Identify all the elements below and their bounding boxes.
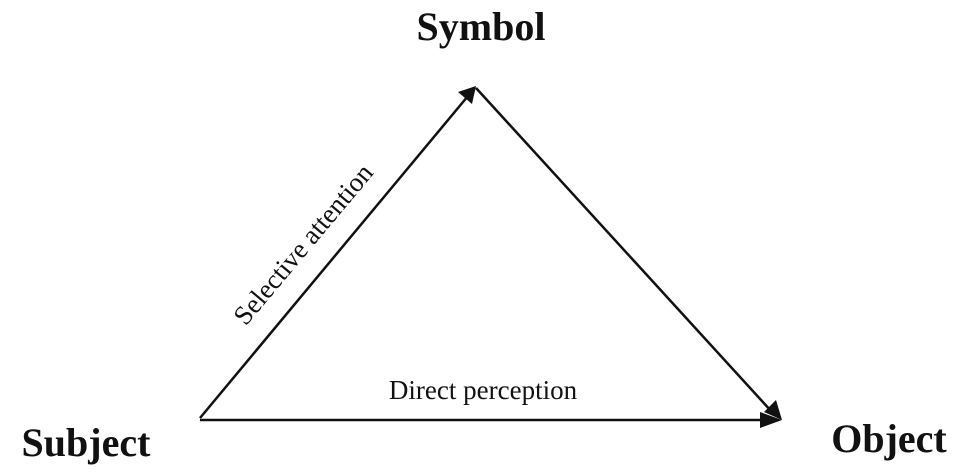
arrowhead-symbol-icon <box>458 86 476 104</box>
node-subject-label: Subject <box>22 420 152 465</box>
edge-label-selective-attention: Selective attention <box>227 158 379 331</box>
arrowhead-object-horizontal-icon <box>760 412 782 428</box>
edge-symbol-to-object <box>475 87 773 413</box>
node-object-label: Object <box>831 416 947 461</box>
node-symbol-label: Symbol <box>417 4 546 49</box>
edge-subject-to-symbol <box>199 95 469 419</box>
arrowhead-object-diagonal-icon <box>764 400 782 420</box>
edge-label-direct-perception: Direct perception <box>389 375 578 405</box>
